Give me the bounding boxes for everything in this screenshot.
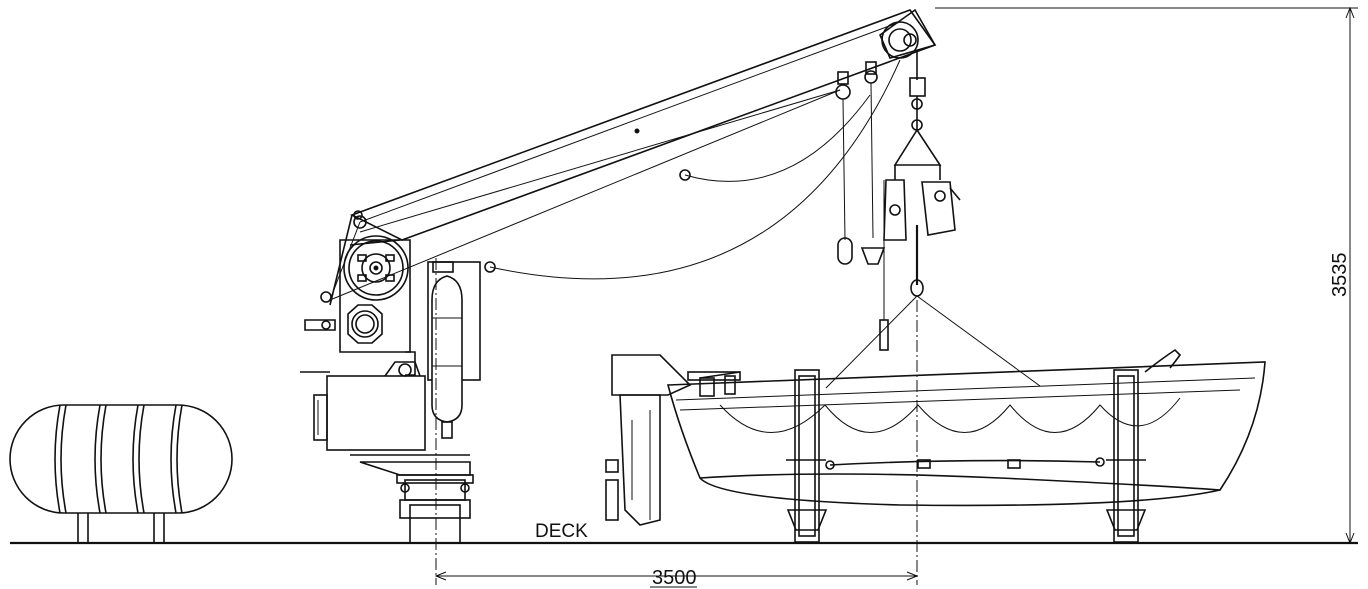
height-dimension-label: 3535 bbox=[1329, 253, 1351, 298]
outreach-dimension: 3500 bbox=[434, 567, 919, 589]
height-dimension: 3535 bbox=[935, 6, 1358, 545]
deck-label: DECK bbox=[535, 521, 588, 542]
outreach-dimension-label: 3500 bbox=[652, 567, 697, 589]
davit-crane bbox=[300, 8, 937, 544]
liferaft-container bbox=[9, 404, 233, 543]
lifting-gear bbox=[825, 50, 1041, 389]
lifeboat bbox=[605, 348, 1266, 543]
